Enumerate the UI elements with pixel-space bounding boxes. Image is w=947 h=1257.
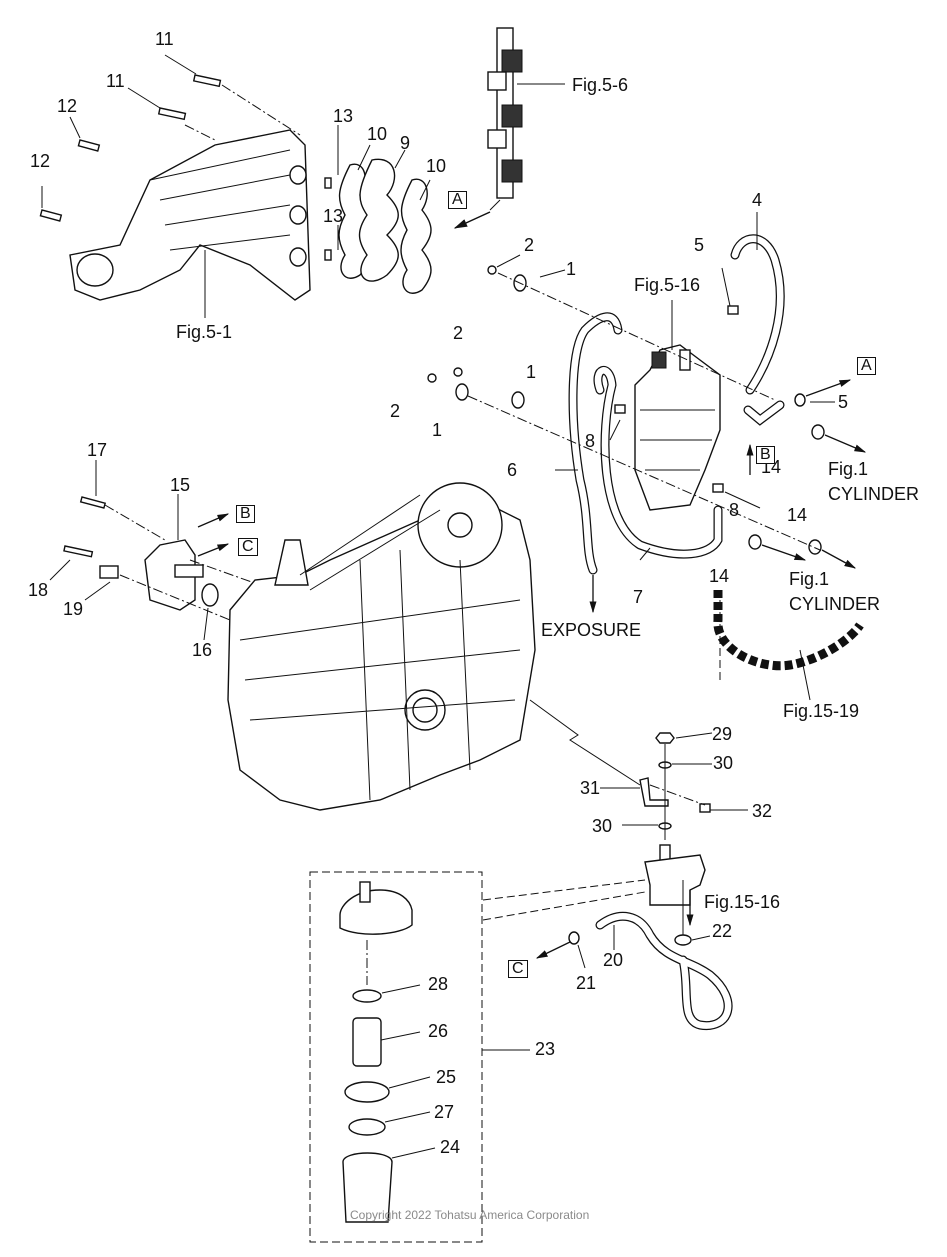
callout-10: 10 <box>367 124 388 144</box>
connector-ref-b: B <box>756 446 775 464</box>
figure-ref-fig1: Fig.1 <box>828 459 869 479</box>
callout-4: 4 <box>752 190 763 210</box>
connector-ref-c: C <box>238 538 258 556</box>
callout-8: 8 <box>729 500 740 520</box>
fuel-filter <box>482 844 733 1031</box>
callout-22: 22 <box>712 921 733 941</box>
copyright-notice: Copyright 2022 Tohatsu America Corporati… <box>350 1208 590 1222</box>
figure-ref-fig1: Fig.1 <box>789 569 830 589</box>
callout-18: 18 <box>28 580 49 600</box>
callout-12: 12 <box>57 96 78 116</box>
bolts-11-12 <box>39 54 301 222</box>
intake-manifold <box>69 129 311 318</box>
callout-15: 15 <box>170 475 191 495</box>
hoses <box>568 234 864 671</box>
callout-12: 12 <box>30 151 51 171</box>
engine-block <box>227 482 536 811</box>
gaskets <box>324 125 432 294</box>
callout-20: 20 <box>603 950 624 970</box>
connector-ref-a: A <box>448 191 467 209</box>
fuel-rail <box>453 27 565 229</box>
callout-1: 1 <box>526 362 537 382</box>
callout-14: 14 <box>787 505 808 525</box>
figure-ref-fig15-19: Fig.15-19 <box>783 701 860 721</box>
filter-exploded-view <box>309 871 530 1243</box>
callout-2: 2 <box>524 235 535 255</box>
callout-5: 5 <box>694 235 705 255</box>
callout-11: 11 <box>106 71 125 91</box>
exposure-label: EXPOSURE <box>541 620 642 640</box>
fittings <box>427 265 867 569</box>
callout-31: 31 <box>580 778 601 798</box>
callout-32: 32 <box>752 801 773 821</box>
callout-16: 16 <box>192 640 213 660</box>
callout-2: 2 <box>453 323 464 343</box>
callout-19: 19 <box>63 599 84 619</box>
cylinder-label: CYLINDER <box>828 484 920 504</box>
figure-ref-fig5-6: Fig.5-6 <box>572 75 629 95</box>
connector-ref-b: B <box>236 505 255 523</box>
callout-21: 21 <box>576 973 597 993</box>
callout-2: 2 <box>390 401 401 421</box>
callout-8: 8 <box>585 431 596 451</box>
fuel-pump-assembly <box>49 460 261 641</box>
figure-ref-fig5-16: Fig.5-16 <box>634 275 701 295</box>
fuel-filter-mount <box>529 699 748 840</box>
callout-13: 13 <box>333 106 354 126</box>
callout-13: 13 <box>323 206 344 226</box>
callout-5: 5 <box>838 392 849 412</box>
vapor-separator <box>634 300 721 511</box>
cylinder-label: CYLINDER <box>789 594 881 614</box>
leaders-right <box>496 212 835 701</box>
figure-ref-fig5-1: Fig.5-1 <box>176 322 233 342</box>
connector-ref-c: C <box>508 960 528 978</box>
callout-17: 17 <box>87 440 108 460</box>
callout-9: 9 <box>400 133 411 153</box>
callout-28: 28 <box>428 974 449 994</box>
callout-11: 11 <box>155 29 174 49</box>
callout-23: 23 <box>535 1039 556 1059</box>
callout-1: 1 <box>566 259 577 279</box>
connector-ref-a: A <box>857 357 876 375</box>
callout-25: 25 <box>436 1067 457 1087</box>
callout-26: 26 <box>428 1021 449 1041</box>
callout-30: 30 <box>592 816 613 836</box>
callout-10: 10 <box>426 156 447 176</box>
callout-14: 14 <box>709 566 730 586</box>
callout-7: 7 <box>633 587 644 607</box>
callout-6: 6 <box>507 460 518 480</box>
callout-29: 29 <box>712 724 733 744</box>
callout-1: 1 <box>432 420 443 440</box>
callout-30: 30 <box>713 753 734 773</box>
callout-24: 24 <box>440 1137 461 1157</box>
figure-ref-fig15-16: Fig.15-16 <box>704 892 781 912</box>
callout-27: 27 <box>434 1102 455 1122</box>
